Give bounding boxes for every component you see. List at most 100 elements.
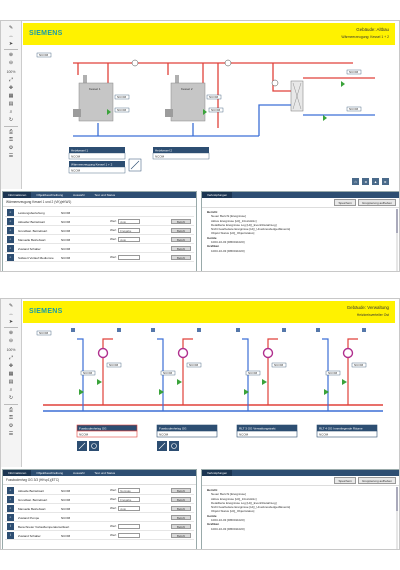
- home-icon[interactable]: ⌂: [352, 178, 360, 185]
- value-input[interactable]: [118, 255, 141, 260]
- command-button[interactable]: Befehl: [171, 228, 191, 233]
- tree-group[interactable]: Geräte: [207, 235, 217, 240]
- command-button[interactable]: Befehl: [171, 506, 191, 511]
- magnifier-icon[interactable]: ⌕: [7, 514, 14, 521]
- arrow-left-icon[interactable]: ◂: [362, 178, 370, 185]
- magnifier-icon[interactable]: ⌕: [7, 236, 14, 243]
- grid-icon[interactable]: ▦: [8, 371, 14, 377]
- tree-item[interactable]: Neuer Bericht [Ereignisse]: [211, 214, 246, 219]
- tree-item[interactable]: 1003-10-03 [DB0011020]: [211, 240, 245, 245]
- value-select[interactable]: Auto: [118, 506, 141, 511]
- command-button[interactable]: Befehl: [171, 219, 191, 224]
- tab-verknuepfungen[interactable]: Verknüpfungen: [202, 192, 233, 198]
- magnifier-icon[interactable]: ⌕: [7, 487, 14, 494]
- zoom-out-icon[interactable]: ⊖: [8, 60, 14, 66]
- pencil-icon[interactable]: ✎: [8, 303, 14, 309]
- command-button[interactable]: Befehl: [171, 237, 191, 242]
- command-button[interactable]: Befehl: [171, 255, 191, 260]
- value-input[interactable]: [118, 524, 141, 529]
- tree-item[interactable]: Detaillierte Ereignisse Log [HQ_Event\De…: [211, 500, 277, 505]
- tree-group[interactable]: Bericht: [207, 488, 218, 492]
- command-button[interactable]: Befehl: [171, 246, 191, 251]
- magnifier-icon[interactable]: ⌕: [7, 505, 14, 512]
- tab-auswahl[interactable]: Auswahl: [73, 193, 85, 197]
- refresh-icon[interactable]: ↻: [8, 117, 14, 123]
- search-icon[interactable]: ⌕: [9, 109, 13, 115]
- command-button[interactable]: Befehl: [171, 533, 191, 538]
- arrow-right-icon[interactable]: ▸: [382, 178, 389, 185]
- value-input[interactable]: [118, 533, 141, 538]
- tab-informationen[interactable]: Informationen: [3, 470, 32, 476]
- tree-group[interactable]: Geräte: [207, 513, 217, 518]
- search-icon[interactable]: ⌕: [9, 387, 13, 393]
- tree-item[interactable]: Aktive Ereignisse [HQ_Infos\Aktiv]: [211, 218, 257, 223]
- value-select[interactable]: Freigabe: [118, 228, 141, 233]
- tab-text-und-status[interactable]: Text und Status: [94, 193, 116, 197]
- tab-auswahl[interactable]: Auswahl: [73, 471, 85, 475]
- layers-icon[interactable]: ▤: [8, 379, 14, 385]
- command-button[interactable]: Befehl: [171, 488, 191, 493]
- value-select[interactable]: Auto: [118, 219, 141, 224]
- value-select[interactable]: Auto: [118, 237, 141, 242]
- fit-icon[interactable]: ⤢: [8, 77, 13, 83]
- value-select[interactable]: Normale: [118, 488, 141, 493]
- pointer-icon[interactable]: ➤: [8, 41, 14, 47]
- pencil-icon[interactable]: ✎: [8, 25, 14, 31]
- zoom-level[interactable]: 100%: [6, 70, 16, 74]
- zoom-in-icon[interactable]: ⊕: [8, 330, 14, 336]
- ungroup-button[interactable]: Gruppierung aufheben: [357, 476, 396, 485]
- arrow-up-icon[interactable]: ▴: [372, 178, 380, 185]
- save-button[interactable]: Speichern: [334, 198, 356, 207]
- tree-item[interactable]: Aktive Ereignisse [HQ_Infos\Aktiv]: [211, 496, 257, 501]
- pan-icon[interactable]: ✥: [8, 85, 14, 91]
- tab-informationen[interactable]: Informationen: [3, 192, 32, 198]
- tab-objektbeschreibung[interactable]: Objektbeschreibung: [36, 471, 64, 475]
- print-icon[interactable]: ⎙: [8, 407, 13, 413]
- zoom-level[interactable]: 100%: [6, 348, 16, 352]
- info-icon[interactable]: i: [7, 532, 14, 539]
- list-icon[interactable]: ☰: [8, 431, 14, 437]
- magnifier-icon[interactable]: ⌕: [7, 227, 14, 234]
- pointer-icon[interactable]: ➤: [8, 319, 14, 325]
- tree-group[interactable]: Grafiken: [207, 522, 220, 527]
- settings-icon[interactable]: ⚙: [8, 423, 14, 429]
- magnifier-icon[interactable]: ⌕: [7, 245, 14, 252]
- command-button[interactable]: Befehl: [171, 497, 191, 502]
- tree-item[interactable]: Nicht bearbeitete Ereignisse [HQ_Unackno…: [211, 505, 291, 510]
- scrollbar[interactable]: [396, 487, 398, 549]
- layers-icon[interactable]: ▤: [8, 101, 14, 107]
- info-icon[interactable]: i: [7, 523, 14, 530]
- tree-item[interactable]: Nicht bearbeitete Ereignisse [HQ_Unackno…: [211, 227, 291, 232]
- arrow-icon[interactable]: ↔: [8, 311, 14, 317]
- tree-group[interactable]: Bericht: [207, 210, 218, 214]
- tree-item[interactable]: 1003-10-03 [DB0011020]: [211, 248, 245, 253]
- settings-icon[interactable]: ⚙: [8, 145, 14, 151]
- tree-item[interactable]: Objekt Status [HQ_Objectstatus]: [211, 231, 255, 236]
- zoom-in-icon[interactable]: ⊕: [8, 52, 14, 58]
- command-button[interactable]: Befehl: [171, 524, 191, 529]
- save-button[interactable]: Speichern: [334, 476, 356, 485]
- tree-group[interactable]: Grafiken: [207, 244, 220, 249]
- pan-icon[interactable]: ✥: [8, 363, 14, 369]
- tab-text-und-status[interactable]: Text und Status: [94, 471, 116, 475]
- tree-item[interactable]: Objekt Status [HQ_Objectstatus]: [211, 509, 255, 514]
- magnifier-icon[interactable]: ⌕: [7, 496, 14, 503]
- grid-icon[interactable]: ▦: [8, 93, 14, 99]
- tree-item[interactable]: 1003-10-03 [DB0011020]: [211, 518, 245, 523]
- lock-icon[interactable]: ⚿: [9, 415, 13, 421]
- lock-icon[interactable]: ⚿: [9, 137, 13, 143]
- fit-icon[interactable]: ⤢: [8, 355, 13, 361]
- arrow-icon[interactable]: ↔: [8, 33, 14, 39]
- tree-item[interactable]: Detaillierte Ereignisse Log [HQ_Event\De…: [211, 222, 277, 227]
- tree-item[interactable]: 1003-10-03 [DB0011020]: [211, 526, 245, 531]
- command-button[interactable]: Befehl: [171, 515, 191, 520]
- zoom-out-icon[interactable]: ⊖: [8, 338, 14, 344]
- magnifier-icon[interactable]: ⌕: [7, 209, 14, 216]
- tree-item[interactable]: Neuer Bericht [Ereignisse]: [211, 492, 246, 497]
- refresh-icon[interactable]: ↻: [8, 395, 14, 401]
- tab-objektbeschreibung[interactable]: Objektbeschreibung: [36, 193, 64, 197]
- scrollbar[interactable]: [396, 209, 398, 271]
- magnifier-icon[interactable]: ⌕: [7, 254, 14, 261]
- print-icon[interactable]: ⎙: [8, 129, 13, 135]
- magnifier-icon[interactable]: ⌕: [7, 218, 14, 225]
